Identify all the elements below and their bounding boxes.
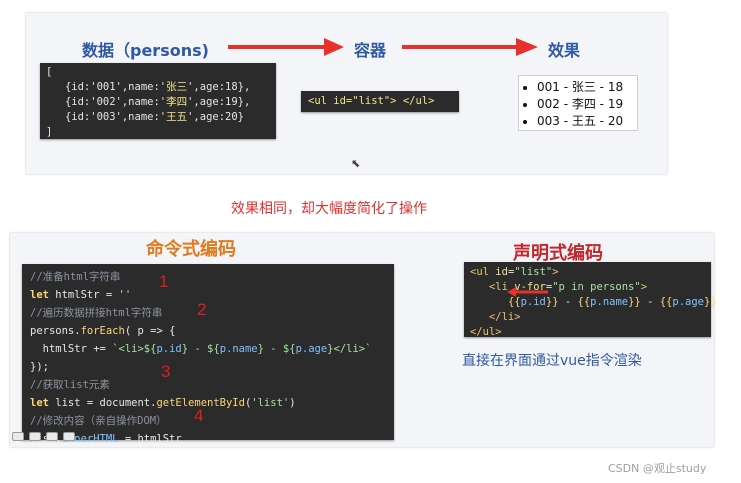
mouse-cursor-icon: ⬉ bbox=[351, 157, 361, 170]
code-line: {id:'003',name:'王五',age:20} bbox=[46, 111, 245, 123]
list-item: 001 - 张三 - 18 bbox=[537, 79, 631, 96]
code-line: {id:'002',name:'李四',age:19}, bbox=[46, 96, 251, 108]
watermark: CSDN @观止study bbox=[608, 462, 707, 475]
list-item: 002 - 李四 - 19 bbox=[537, 96, 631, 113]
code-line: </ul> bbox=[470, 326, 502, 338]
label-effect: 效果 bbox=[548, 41, 581, 60]
code-line: let htmlStr = '' bbox=[30, 289, 132, 301]
toolbar-icon[interactable] bbox=[46, 432, 58, 441]
toolbar-icon[interactable] bbox=[29, 432, 41, 441]
data-code-box: [ {id:'001',name:'张三',age:18}, {id:'002'… bbox=[40, 63, 276, 139]
code-comment: //修改内容（亲自操作DOM） bbox=[30, 415, 167, 427]
toolbar-icon[interactable] bbox=[12, 432, 24, 441]
code-comment: //获取list元素 bbox=[30, 379, 110, 391]
middle-caption: 效果相同，却大幅度简化了操作 bbox=[231, 201, 427, 217]
code-line: let list = document.getElementById('list… bbox=[30, 397, 296, 409]
arrow-icon bbox=[507, 287, 548, 297]
label-data: 数据（persons) bbox=[82, 41, 209, 60]
label-container: 容器 bbox=[354, 41, 387, 60]
code-line: htmlStr += `<li>${p.id} - ${p.name} - ${… bbox=[30, 343, 372, 355]
code-line: ] bbox=[46, 126, 53, 138]
arrow-icon bbox=[402, 38, 538, 56]
imperative-code-box: //准备html字符串 let htmlStr = '' //遍历数据拼接htm… bbox=[22, 264, 394, 445]
code-line: [ bbox=[46, 66, 53, 78]
code-comment: //遍历数据拼接html字符串 bbox=[30, 307, 163, 319]
step-marker: 1 bbox=[159, 272, 169, 291]
more-icon[interactable] bbox=[63, 432, 75, 441]
declarative-code-box: <ul id="list"> <li v-for="p in persons">… bbox=[464, 262, 717, 338]
code-line: {{p.id}} - {{p.name}} - {{p.age}} bbox=[507, 296, 717, 308]
imperative-title: 命令式编码 bbox=[146, 239, 236, 260]
code-line: <ul id="list"> bbox=[470, 266, 559, 278]
step-marker: 3 bbox=[161, 362, 171, 381]
code-line: list.innerHTML = htmlStr bbox=[30, 433, 182, 445]
list-item: 003 - 王五 - 20 bbox=[537, 113, 631, 130]
code-line: }); bbox=[30, 361, 49, 373]
code-line: </li> bbox=[488, 311, 521, 323]
code-comment: //准备html字符串 bbox=[30, 271, 121, 283]
code-line: <li v-for="p in persons"> bbox=[488, 281, 648, 293]
arrow-icon bbox=[228, 38, 344, 56]
container-code: <ul id="list"> </ul> bbox=[308, 95, 435, 107]
step-marker: 4 bbox=[194, 406, 204, 425]
code-line: {id:'001',name:'张三',age:18}, bbox=[46, 81, 251, 93]
container-code-box: <ul id="list"> </ul> bbox=[301, 91, 459, 112]
step-marker: 2 bbox=[197, 300, 207, 319]
code-line: persons.forEach( p => { bbox=[30, 325, 176, 337]
declarative-caption: 直接在界面通过vue指令渲染 bbox=[462, 353, 642, 369]
result-list-box: 001 - 张三 - 18 002 - 李四 - 19 003 - 王五 - 2… bbox=[518, 75, 638, 131]
declarative-title: 声明式编码 bbox=[513, 243, 603, 264]
